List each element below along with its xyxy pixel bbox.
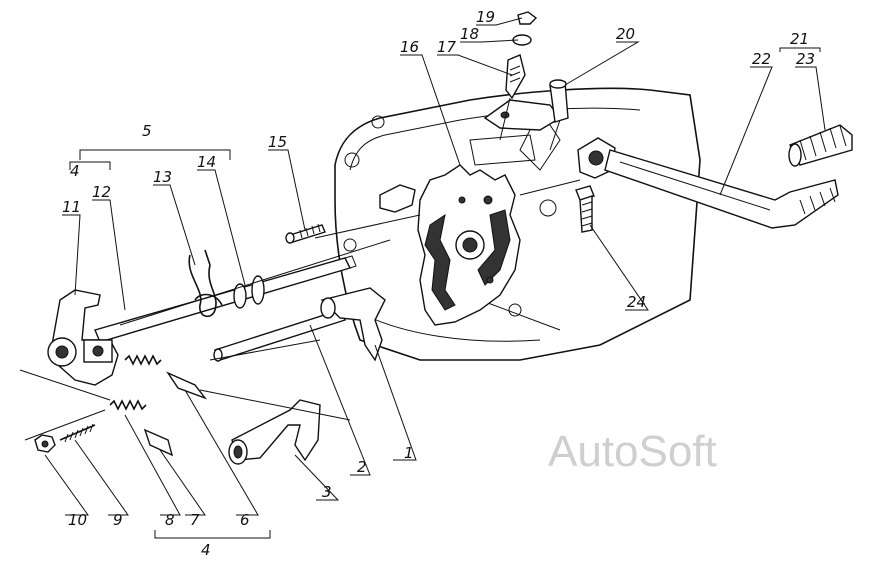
label-16: 16 — [400, 38, 419, 56]
plunger-6 — [166, 371, 208, 400]
bolt-24 — [575, 185, 595, 233]
part-numbers: 1 2 3 4 4 5 6 7 8 9 10 11 12 13 14 15 16… — [62, 8, 815, 559]
spring-8 — [109, 399, 147, 411]
bracket-20 — [483, 79, 569, 131]
label-20: 20 — [616, 25, 635, 43]
label-4-bottom: 4 — [201, 541, 211, 559]
label-12: 12 — [92, 183, 111, 201]
label-21: 21 — [790, 30, 809, 48]
label-3: 3 — [322, 483, 332, 501]
spring-upper — [124, 354, 162, 366]
leader-lines — [44, 17, 826, 539]
kickstart-lever-22 — [577, 137, 839, 229]
spring-13 — [188, 249, 223, 318]
label-22: 22 — [752, 50, 771, 68]
rod-2 — [213, 309, 346, 362]
rubber-grip-23 — [788, 124, 853, 167]
label-11: 11 — [62, 198, 81, 216]
screw-9 — [59, 423, 96, 443]
fork-3 — [228, 399, 321, 465]
label-17: 17 — [437, 38, 457, 56]
fork-1 — [320, 287, 386, 362]
lever-11 — [47, 289, 119, 386]
screw-15 — [285, 223, 326, 244]
label-8: 8 — [165, 511, 175, 529]
screw-17 — [505, 54, 526, 100]
watermark: AutoSoft — [548, 427, 717, 476]
label-23: 23 — [796, 50, 815, 68]
label-6: 6 — [240, 511, 250, 529]
label-1: 1 — [404, 444, 414, 462]
label-10: 10 — [68, 511, 87, 529]
label-15: 15 — [268, 133, 287, 151]
selector-plate-16 — [379, 164, 521, 326]
label-5: 5 — [142, 122, 152, 140]
nut-10 — [34, 434, 56, 453]
label-9: 9 — [113, 511, 123, 529]
label-14: 14 — [197, 153, 216, 171]
label-19: 19 — [476, 8, 495, 26]
label-18: 18 — [460, 25, 479, 43]
label-4-top: 4 — [70, 162, 80, 180]
nut-19 — [517, 11, 538, 25]
label-13: 13 — [153, 168, 172, 186]
plunger-7 — [143, 428, 174, 457]
assembly-lines — [19, 97, 581, 441]
label-7: 7 — [190, 511, 200, 529]
label-2: 2 — [357, 458, 367, 476]
label-24: 24 — [627, 293, 646, 311]
